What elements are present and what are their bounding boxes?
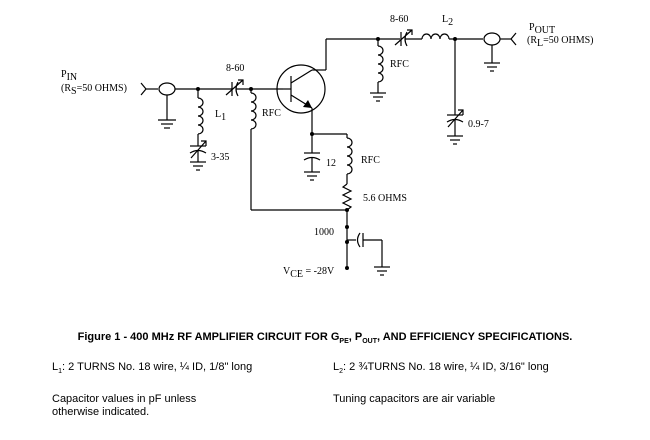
l1-label: L1	[215, 109, 226, 123]
junction-dot	[345, 225, 349, 229]
rfc-base	[250, 89, 347, 211]
note-tuning: Tuning capacitors are air variable	[333, 393, 496, 405]
cap-emitter-label: 12	[326, 158, 336, 169]
emitter-capacitor	[303, 134, 321, 181]
vcc-label: VCE = -28V	[283, 266, 335, 280]
cap-shunt-in-label: 3-35	[211, 152, 229, 163]
figure-caption: Figure 1 - 400 MHz RF AMPLIFIER CIRCUIT …	[77, 331, 573, 346]
rl-label: (RL=50 OHMS)	[527, 35, 593, 49]
series-capacitor-out	[394, 29, 422, 47]
shunt-capacitor-in	[189, 140, 207, 171]
rfc-emitter-label: RFC	[361, 155, 380, 166]
note-l1: L1: 2 TURNS No. 18 wire, ¼ ID, 1/8" long	[52, 361, 253, 376]
input-line	[175, 87, 232, 91]
inductor-l2	[421, 33, 483, 41]
input-connector	[140, 82, 176, 129]
junction-dot	[345, 240, 349, 244]
bypass-capacitor	[347, 232, 390, 276]
shunt-capacitor-out	[446, 39, 464, 145]
rfc-base-label: RFC	[262, 108, 281, 119]
emitter-line	[310, 132, 347, 136]
cap-in-series-label: 8-60	[226, 63, 244, 74]
res-emitter-label: 5.6 OHMS	[363, 193, 407, 204]
rfc-collector-label: RFC	[390, 59, 409, 70]
inductor-l1	[197, 89, 204, 146]
l2-label: L2	[442, 14, 453, 28]
pin-label: PIN	[61, 69, 77, 83]
output-connector	[483, 32, 517, 72]
transistor	[276, 64, 326, 134]
emitter-resistor	[341, 183, 353, 212]
amplifier-schematic: PIN (RS=50 OHMS) 8-60 L1 3-35 RFC 8-60 L…	[61, 14, 593, 280]
rs-label: (RS=50 OHMS)	[61, 83, 127, 97]
collector-line	[325, 37, 400, 70]
cap-shunt-out-label: 0.9-7	[468, 119, 489, 130]
rfc-collector	[370, 39, 386, 102]
junction-dot	[345, 266, 349, 270]
pout-label: POUT	[529, 22, 555, 36]
cap-out-series-label: 8-60	[390, 14, 408, 25]
rfc-emitter	[346, 134, 353, 184]
supply-line	[345, 210, 349, 270]
note-l2: L2: 2 ¾TURNS No. 18 wire, ¼ ID, 3/16" lo…	[333, 361, 549, 376]
cap-bypass-label: 1000	[314, 227, 334, 238]
